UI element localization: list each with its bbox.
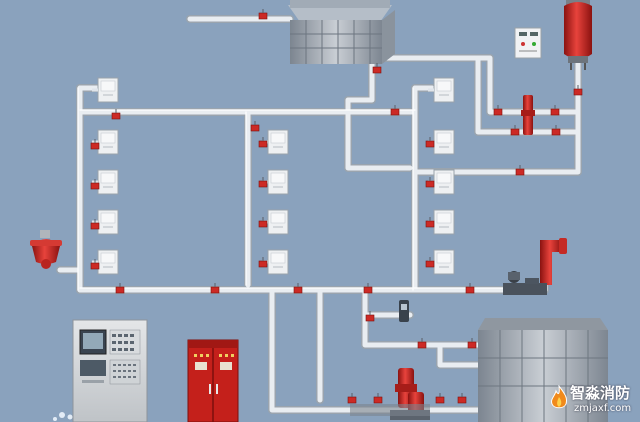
valve-icon — [457, 393, 467, 404]
valve-icon — [510, 125, 520, 136]
watermark-url: zmjaxf.com — [574, 403, 632, 414]
valve-icon — [363, 283, 373, 294]
valve-icon — [493, 105, 503, 116]
control-panel-icon — [514, 27, 542, 59]
valve-icon — [573, 85, 583, 96]
pressure-switch-icon — [399, 300, 409, 322]
fire-truck-connector-icon — [503, 238, 567, 295]
valve-icon — [425, 137, 435, 148]
pump-adapter-icon — [30, 230, 62, 269]
valve-icon — [467, 338, 477, 349]
valve-icon — [390, 105, 400, 116]
watermark-brand: 智淼消防 — [570, 384, 631, 402]
valve-icon — [435, 393, 445, 404]
valve-icon — [250, 121, 260, 132]
valve-icon — [258, 217, 268, 228]
valve-icon — [425, 257, 435, 268]
flame-logo-icon — [551, 385, 567, 409]
pool-tank-icon — [478, 318, 608, 422]
valve-icon — [347, 393, 357, 404]
valve-icon — [515, 165, 525, 176]
hydrant-box-icon — [92, 209, 119, 235]
valve-icon — [258, 257, 268, 268]
roof-water-tank-icon — [288, 0, 395, 64]
valve-icon — [365, 311, 375, 322]
hydrant-box-group — [92, 77, 455, 275]
valve-icon — [258, 9, 268, 20]
valve-icon — [258, 137, 268, 148]
valve-icon — [258, 177, 268, 188]
valve-icon — [90, 179, 100, 190]
pressure-tank-icon — [564, 0, 592, 70]
hydrant-box-icon — [92, 129, 119, 155]
hydrant-box-icon — [262, 129, 289, 155]
hydrant-box-icon — [92, 249, 119, 275]
valve-icon — [293, 283, 303, 294]
valve-icon — [90, 259, 100, 270]
fire-alarm-controller-icon — [72, 319, 148, 422]
valve-icon — [372, 63, 382, 74]
valve-icon — [425, 177, 435, 188]
valve-icon — [90, 219, 100, 230]
booster-pump-icon — [521, 95, 535, 135]
hydrant-box-icon — [428, 77, 455, 103]
valve-icon — [417, 338, 427, 349]
valve-icon — [373, 393, 383, 404]
valve-icon — [111, 109, 121, 120]
valve-icon — [550, 105, 560, 116]
valve-icon — [115, 283, 125, 294]
pump-control-cabinet-icon — [187, 339, 239, 422]
hydrant-box-icon — [92, 77, 119, 103]
valve-icon — [465, 283, 475, 294]
valve-icon — [210, 283, 220, 294]
valve-icon — [425, 217, 435, 228]
hydrant-box-icon — [92, 169, 119, 195]
valve-group — [90, 9, 583, 404]
valve-icon — [90, 139, 100, 150]
water-drop-icon — [53, 412, 73, 421]
valve-icon — [551, 125, 561, 136]
brand-watermark: 智淼消防 zmjaxf.com — [548, 381, 640, 422]
fire-pump-icon — [350, 368, 430, 420]
